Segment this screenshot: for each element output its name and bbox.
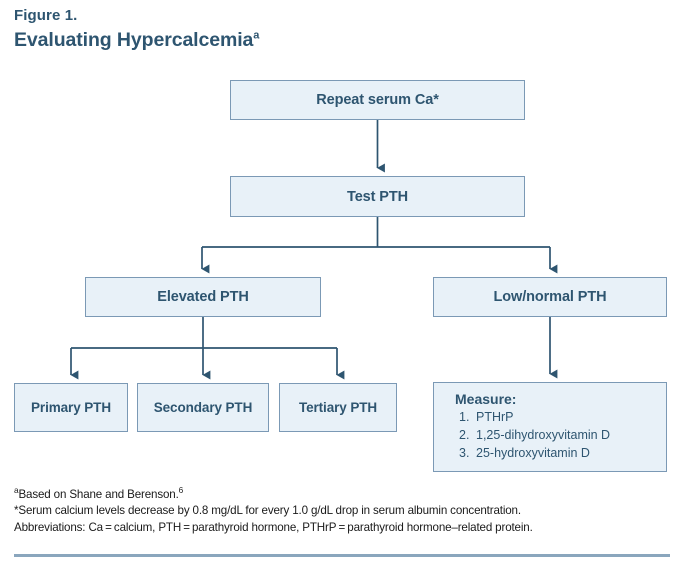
flowchart: Repeat serum Ca* Test PTH Elevated PTH L… bbox=[14, 80, 667, 472]
footnote-serum-calcium: *Serum calcium levels decrease by 0.8 mg… bbox=[14, 504, 521, 518]
footnote-source: aBased on Shane and Berenson.6 bbox=[14, 485, 670, 503]
node-repeat-serum-ca[interactable]: Repeat serum Ca* bbox=[230, 80, 525, 120]
measure-item-number: 3. bbox=[459, 445, 470, 460]
figure-number-label: Figure 1. bbox=[14, 7, 78, 24]
measure-title: Measure: bbox=[455, 391, 517, 407]
footnote-abbreviations: Abbreviations: Ca = calcium, PTH = parat… bbox=[14, 520, 533, 534]
measure-item-label: PTHrP bbox=[476, 410, 514, 425]
measure-list: 1. PTHrP 2. 1,25-dihydroxyvitamin D 3. 25-h… bbox=[455, 409, 666, 462]
measure-item-number: 2. bbox=[459, 428, 470, 443]
figure-title-superscript: a bbox=[253, 29, 260, 42]
node-measure[interactable]: Measure: 1. PTHrP 2. 1,25-dihydroxyvitamin… bbox=[433, 382, 667, 472]
footnote-marker-a: a bbox=[14, 485, 19, 496]
node-test-pth[interactable]: Test PTH bbox=[230, 176, 525, 217]
footnote-reference-number: 6 bbox=[178, 485, 184, 496]
bottom-divider bbox=[14, 554, 670, 557]
list-item: 3. 25-hydroxyvitamin D bbox=[455, 445, 666, 463]
measure-item-label: 25-hydroxyvitamin D bbox=[476, 445, 590, 460]
node-tertiary-pth[interactable]: Tertiary PTH bbox=[279, 383, 397, 432]
figure-title: Evaluating Hypercalcemiaa bbox=[14, 29, 259, 52]
node-secondary-pth[interactable]: Secondary PTH bbox=[137, 383, 269, 432]
node-elevated-pth[interactable]: Elevated PTH bbox=[85, 277, 321, 317]
measure-item-label: 1,25-dihydroxyvitamin D bbox=[476, 428, 611, 443]
list-item: 1. PTHrP bbox=[455, 409, 666, 427]
list-item: 2. 1,25-dihydroxyvitamin D bbox=[455, 427, 666, 445]
node-primary-pth[interactable]: Primary PTH bbox=[14, 383, 128, 432]
footnote-source-text: Based on Shane and Berenson. bbox=[18, 488, 179, 501]
figure-title-text: Evaluating Hypercalcemia bbox=[14, 29, 254, 51]
flowchart-connectors bbox=[70, 120, 558, 380]
measure-item-number: 1. bbox=[459, 410, 470, 425]
footnotes: aBased on Shane and Berenson.6 *Serum ca… bbox=[14, 485, 670, 536]
node-low-normal-pth[interactable]: Low/normal PTH bbox=[433, 277, 667, 317]
